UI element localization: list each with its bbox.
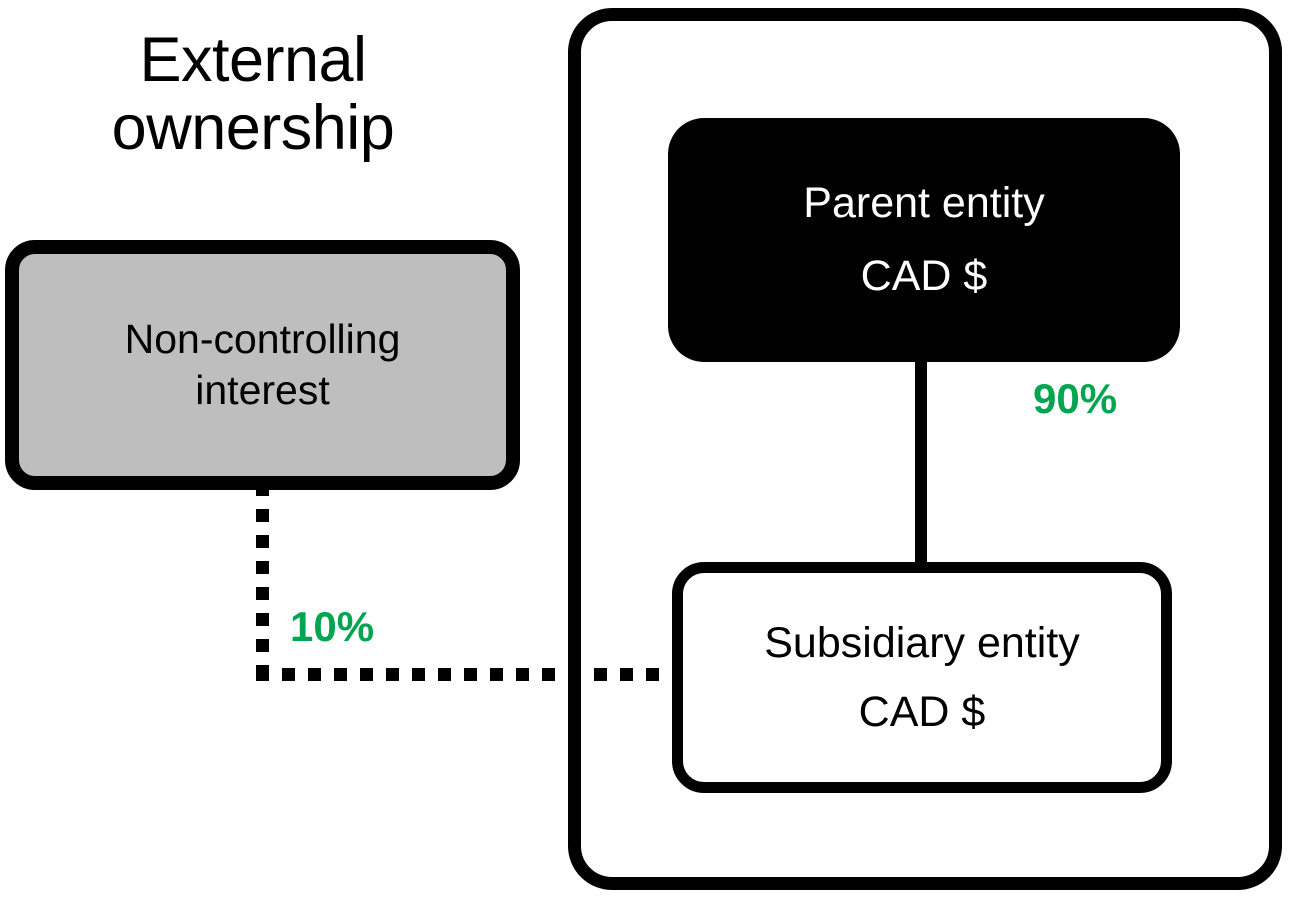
ownership-percentage-parent: 90% bbox=[1033, 375, 1118, 422]
parent-entity-currency: CAD $ bbox=[860, 252, 988, 300]
non-controlling-interest-box: Non-controlling interest bbox=[5, 240, 520, 490]
parent-entity-name: Parent entity bbox=[803, 179, 1045, 227]
parent-entity-box: Parent entity CAD $ bbox=[668, 118, 1180, 362]
external-ownership-heading: External ownership bbox=[111, 25, 395, 164]
subsidiary-entity-currency: CAD $ bbox=[858, 687, 986, 736]
connector-nci-horizontal-dotted bbox=[256, 668, 678, 681]
subsidiary-entity-name: Subsidiary entity bbox=[764, 618, 1080, 667]
subsidiary-entity-box: Subsidiary entity CAD $ bbox=[672, 562, 1172, 793]
ownership-percentage-nci: 10% bbox=[290, 603, 375, 650]
non-controlling-interest-label: Non-controlling interest bbox=[124, 315, 401, 413]
connector-parent-to-subsidiary bbox=[915, 356, 927, 566]
connector-nci-vertical-dotted bbox=[256, 483, 269, 681]
